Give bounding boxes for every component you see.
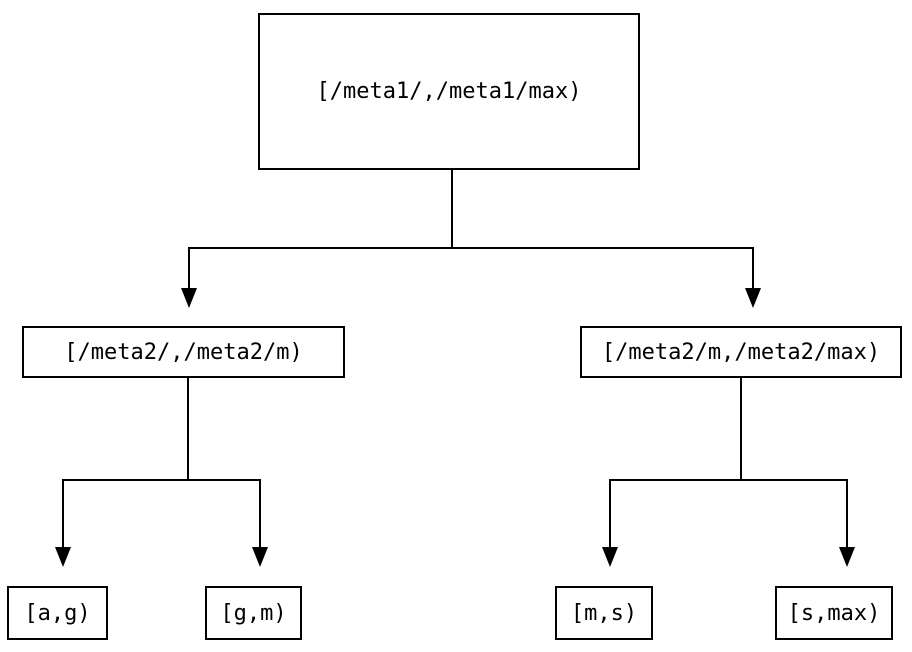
node-root-meta1-range: [/meta1/,/meta1/max) bbox=[258, 13, 640, 170]
arrowhead-leaf-ag bbox=[55, 547, 71, 567]
arrowhead-leaf-smax bbox=[839, 547, 855, 567]
edge-meta2-high-to-leaf-ms bbox=[609, 378, 742, 548]
node-meta2-high-range: [/meta2/m,/meta2/max) bbox=[580, 326, 902, 378]
edge-root-to-meta2-high bbox=[451, 170, 754, 289]
node-leaf-a-g: [a,g) bbox=[7, 586, 108, 640]
arrowhead-meta2-high bbox=[745, 288, 761, 308]
node-leaf-g-m: [g,m) bbox=[205, 586, 302, 640]
edge-meta2-low-to-leaf-ag bbox=[62, 378, 189, 548]
node-leaf-s-max: [s,max) bbox=[775, 586, 893, 640]
node-leaf-m-s: [m,s) bbox=[555, 586, 653, 640]
edge-meta2-high-to-leaf-smax bbox=[740, 378, 848, 548]
edge-root-to-meta2-low bbox=[188, 170, 453, 289]
edge-meta2-low-to-leaf-gm bbox=[187, 378, 261, 548]
arrowhead-leaf-ms bbox=[602, 547, 618, 567]
arrowhead-leaf-gm bbox=[252, 547, 268, 567]
node-meta2-low-range: [/meta2/,/meta2/m) bbox=[22, 326, 345, 378]
arrowhead-meta2-low bbox=[181, 288, 197, 308]
